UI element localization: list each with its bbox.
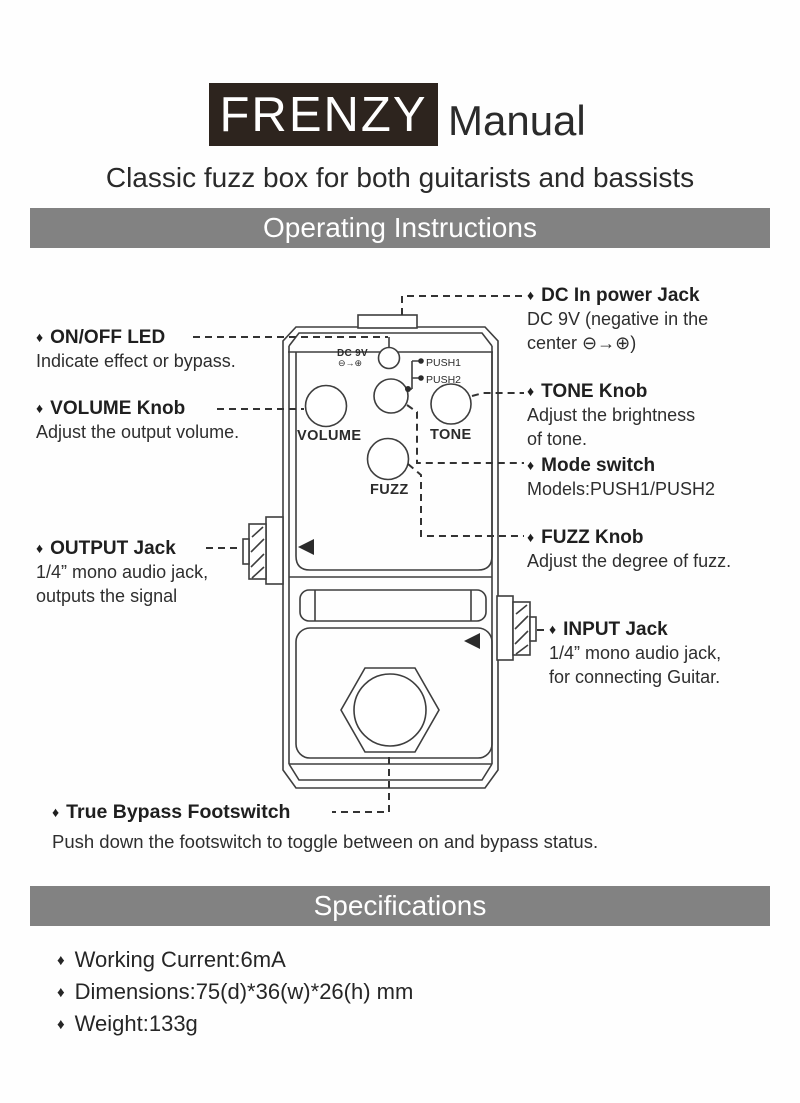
callout-led: ♦ ON/OFF LED Indicate effect or bypass. bbox=[36, 327, 236, 373]
footswitch-desc: Push down the footswitch to toggle betwe… bbox=[52, 831, 599, 852]
pedal-dc-polarity: ⊖→⊕ bbox=[338, 358, 362, 368]
input-title: INPUT Jack bbox=[563, 619, 668, 640]
operating-instructions-banner: Operating Instructions bbox=[30, 208, 770, 248]
brand-name: FRENZY bbox=[219, 87, 428, 142]
tone-knob bbox=[430, 383, 472, 425]
mode-switch-knob bbox=[373, 378, 409, 414]
volume-title: VOLUME Knob bbox=[50, 398, 186, 419]
volume-knob bbox=[304, 384, 348, 428]
diamond-bullet-icon: ♦ bbox=[36, 540, 44, 556]
callout-input: ♦ INPUT Jack 1/4” mono audio jack, for co… bbox=[549, 619, 721, 689]
dc-in-desc-line2: center ⊖→⊕) bbox=[527, 333, 637, 353]
diamond-bullet-icon: ♦ bbox=[527, 529, 535, 545]
spec-text: Weight:133g bbox=[74, 1011, 198, 1036]
dc-in-title: DC In power Jack bbox=[541, 285, 700, 306]
callout-footswitch: ♦ True Bypass Footswitch Push down the fo… bbox=[52, 801, 598, 854]
diamond-bullet-icon: ♦ bbox=[57, 952, 65, 969]
diamond-bullet-icon: ♦ bbox=[57, 1016, 65, 1033]
output-jack bbox=[242, 516, 284, 585]
brand-logo: FRENZY bbox=[209, 83, 438, 146]
callout-tone: ♦ TONE Knob Adjust the brightness of tone… bbox=[527, 381, 695, 451]
spec-weight: ♦ Weight:133g bbox=[57, 1011, 198, 1037]
callout-fuzz: ♦ FUZZ Knob Adjust the degree of fuzz. bbox=[527, 527, 731, 573]
specifications-banner: Specifications bbox=[30, 886, 770, 926]
diamond-bullet-icon: ♦ bbox=[527, 287, 535, 303]
tone-desc-line2: of tone. bbox=[527, 429, 588, 449]
callout-output: ♦ OUTPUT Jack 1/4” mono audio jack, outpu… bbox=[36, 538, 208, 608]
diamond-bullet-icon: ♦ bbox=[36, 329, 44, 345]
footswitch-title: True Bypass Footswitch bbox=[66, 801, 291, 823]
output-arrow-icon bbox=[298, 539, 314, 555]
spec-text: Dimensions:75(d)*36(w)*26(h) mm bbox=[74, 979, 414, 1004]
fuzz-title: FUZZ Knob bbox=[541, 527, 644, 548]
pedal-push2-label: PUSH2 bbox=[426, 374, 461, 386]
mode-title: Mode switch bbox=[541, 455, 656, 476]
tone-title: TONE Knob bbox=[541, 381, 648, 402]
diamond-bullet-icon: ♦ bbox=[527, 383, 535, 399]
input-desc-line2: for connecting Guitar. bbox=[549, 667, 721, 687]
dc-in-desc-line1: DC 9V (negative in the bbox=[527, 309, 709, 329]
spec-text: Working Current:6mA bbox=[74, 947, 286, 972]
pedal-fuzz-label: FUZZ bbox=[370, 482, 409, 498]
input-desc-line1: 1/4” mono audio jack, bbox=[549, 643, 722, 663]
callout-dc-in: ♦ DC In power Jack DC 9V (negative in the… bbox=[527, 285, 708, 355]
tone-desc-line1: Adjust the brightness bbox=[527, 405, 696, 425]
diamond-bullet-icon: ♦ bbox=[527, 457, 535, 473]
led-indicator bbox=[377, 337, 401, 370]
mode-positions-bracket bbox=[405, 358, 424, 392]
callout-lines bbox=[193, 295, 546, 813]
callout-mode: ♦ Mode switch Models:PUSH1/PUSH2 bbox=[527, 455, 715, 501]
volume-desc: Adjust the output volume. bbox=[36, 422, 240, 442]
pedal-volume-label: VOLUME bbox=[297, 428, 361, 444]
diamond-bullet-icon: ♦ bbox=[36, 400, 44, 416]
fuzz-knob bbox=[366, 437, 410, 481]
led-desc: Indicate effect or bypass. bbox=[36, 351, 236, 371]
pedal-body-outline bbox=[282, 326, 499, 789]
pedal-push1-label: PUSH1 bbox=[426, 357, 461, 369]
pedal-dc-label: DC 9V bbox=[337, 348, 368, 359]
pedal-tone-label: TONE bbox=[430, 427, 472, 443]
input-jack bbox=[496, 595, 537, 661]
doc-type-label: Manual bbox=[448, 97, 586, 144]
spec-working-current: ♦ Working Current:6mA bbox=[57, 947, 286, 973]
callout-volume: ♦ VOLUME Knob Adjust the output volume. bbox=[36, 398, 239, 444]
footswitch bbox=[340, 667, 440, 753]
diamond-bullet-icon: ♦ bbox=[549, 621, 557, 637]
led-title: ON/OFF LED bbox=[50, 327, 166, 348]
operating-instructions-title: Operating Instructions bbox=[263, 212, 537, 243]
spec-dimensions: ♦ Dimensions:75(d)*36(w)*26(h) mm bbox=[57, 979, 413, 1005]
fuzz-desc: Adjust the degree of fuzz. bbox=[527, 551, 732, 571]
diamond-bullet-icon: ♦ bbox=[52, 804, 60, 820]
diamond-bullet-icon: ♦ bbox=[57, 984, 65, 1001]
input-arrow-icon bbox=[464, 633, 480, 649]
output-desc-line2: outputs the signal bbox=[36, 586, 178, 606]
output-desc-line1: 1/4” mono audio jack, bbox=[36, 562, 209, 582]
mode-desc: Models:PUSH1/PUSH2 bbox=[527, 479, 716, 499]
specifications-title: Specifications bbox=[313, 890, 487, 921]
output-title: OUTPUT Jack bbox=[50, 538, 176, 559]
dc-jack bbox=[357, 314, 418, 329]
tagline: Classic fuzz box for both guitarists and… bbox=[105, 162, 695, 193]
